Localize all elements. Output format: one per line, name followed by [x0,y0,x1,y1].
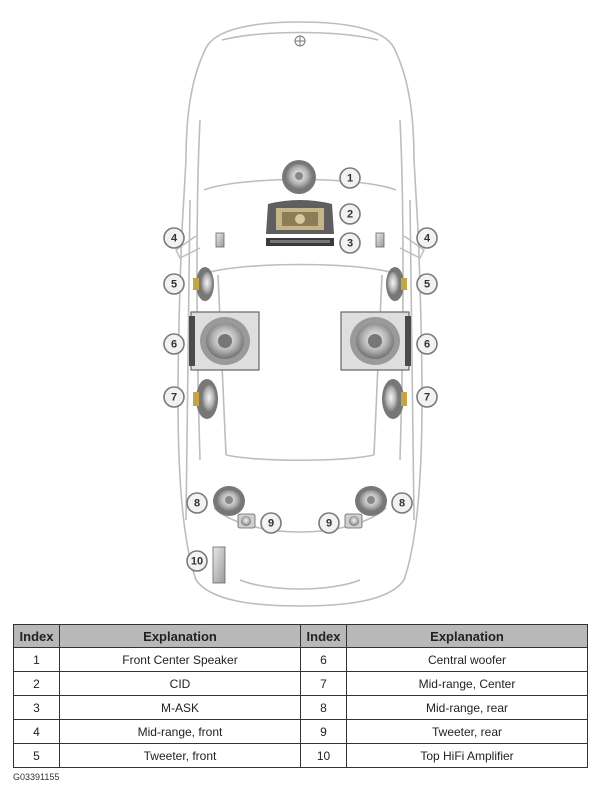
callout-number: 5 [424,279,430,291]
mid-range-front-right-icon [375,232,385,248]
mid-range-rear-right-icon [355,486,387,516]
m-ask-unit-icon [266,238,334,246]
callout-marker-9: 9 [318,512,340,534]
callout-number: 3 [347,238,353,250]
mid-range-center-left-icon [193,379,218,419]
table-row: 2 CID 7 Mid-range, Center [13,671,588,696]
speaker-legend-table: Index Explanation Index Explanation 1 Fr… [13,624,588,768]
index-cell: 9 [300,719,347,744]
callout-number: 2 [347,209,353,221]
table-row: 5 Tweeter, front 10 Top HiFi Amplifier [13,743,588,768]
callout-number: 7 [424,392,430,404]
callout-number: 9 [326,518,332,530]
callout-number: 8 [399,498,405,510]
mid-range-rear-left-icon [213,486,245,516]
callout-number: 6 [171,339,177,351]
callout-number: 1 [347,173,353,185]
index-cell: 10 [300,743,347,768]
callout-marker-6: 6 [416,333,438,355]
explanation-cell: Mid-range, rear [346,695,588,720]
tweeter-front-left-icon [193,267,214,301]
index-cell: 6 [300,647,347,672]
explanation-cell: Tweeter, front [59,743,301,768]
tweeter-front-right-icon [386,267,407,301]
table-row: 4 Mid-range, front 9 Tweeter, rear [13,719,588,744]
explanation-cell: CID [59,671,301,696]
explanation-cell: Mid-range, front [59,719,301,744]
side-mirrors [175,235,425,259]
central-woofer-left-icon [189,311,260,371]
explanation-cell: Mid-range, Center [346,671,588,696]
callout-number: 10 [191,556,203,568]
legend-header-row: Index Explanation Index Explanation [13,624,588,648]
table-row: 3 M-ASK 8 Mid-range, rear [13,695,588,720]
callout-number: 4 [424,233,431,245]
callout-marker-7: 7 [416,386,438,408]
mid-range-center-right-icon [382,379,407,419]
header-index-right: Index [300,624,347,648]
callout-marker-3: 3 [339,232,361,254]
callout-number: 9 [268,518,274,530]
callout-number: 5 [171,279,177,291]
callout-number: 7 [171,392,177,404]
callout-number: 6 [424,339,430,351]
mid-range-front-left-icon [215,232,225,248]
explanation-cell: Tweeter, rear [346,719,588,744]
figure-code: G03391155 [13,772,60,782]
car-speaker-diagram: 1 2 3 4 4 5 5 6 6 7 7 8 8 9 9 10 [163,21,438,607]
index-cell: 7 [300,671,347,696]
callout-marker-7: 7 [163,386,185,408]
index-cell: 3 [13,695,60,720]
explanation-cell: Front Center Speaker [59,647,301,672]
header-index-left: Index [13,624,60,648]
header-explanation-left: Explanation [59,624,301,648]
callout-marker-6: 6 [163,333,185,355]
callout-marker-2: 2 [339,203,361,225]
callout-marker-8: 8 [186,492,208,514]
callout-number: 8 [194,498,200,510]
callout-marker-5: 5 [416,273,438,295]
index-cell: 2 [13,671,60,696]
explanation-cell: Top HiFi Amplifier [346,743,588,768]
cid-display-icon [266,200,334,234]
explanation-cell: M-ASK [59,695,301,720]
header-explanation-right: Explanation [346,624,588,648]
table-row: 1 Front Center Speaker 6 Central woofer [13,647,588,672]
index-cell: 8 [300,695,347,720]
callout-marker-9: 9 [260,512,282,534]
callout-marker-10: 10 [186,550,208,572]
explanation-cell: Central woofer [346,647,588,672]
tweeter-rear-left-icon [237,513,256,529]
brand-roundel-icon [294,35,306,47]
tweeter-rear-right-icon [344,513,363,529]
index-cell: 5 [13,743,60,768]
front-center-speaker-icon [282,160,316,194]
callout-marker-1: 1 [339,167,361,189]
central-woofer-right-icon [340,311,411,371]
callout-marker-4: 4 [416,227,438,249]
callout-number: 4 [171,233,178,245]
callout-marker-5: 5 [163,273,185,295]
callout-marker-4: 4 [163,227,185,249]
index-cell: 4 [13,719,60,744]
callout-marker-8: 8 [391,492,413,514]
index-cell: 1 [13,647,60,672]
hifi-amplifier-icon [212,546,226,584]
